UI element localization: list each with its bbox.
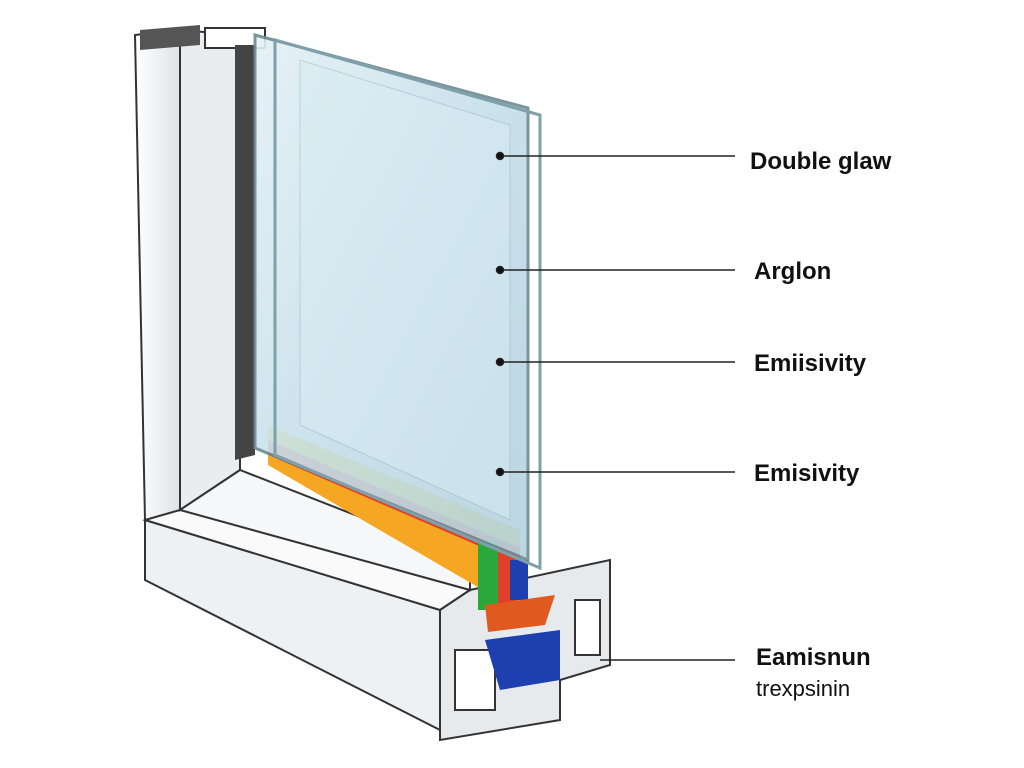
- double-glass-panes: [253, 33, 542, 571]
- label-frame: Eamisnun: [756, 644, 871, 671]
- leader-lines: [495, 151, 735, 661]
- window-frame: [133, 25, 471, 592]
- label-emissivity-1: Emiisivity: [754, 350, 867, 377]
- label-double-glazing: Double glaw: [750, 148, 892, 175]
- label-frame-sub: trexpsinin: [756, 676, 851, 701]
- label-argon: Arglon: [754, 258, 832, 285]
- label-emissivity-2: Emisivity: [754, 460, 860, 487]
